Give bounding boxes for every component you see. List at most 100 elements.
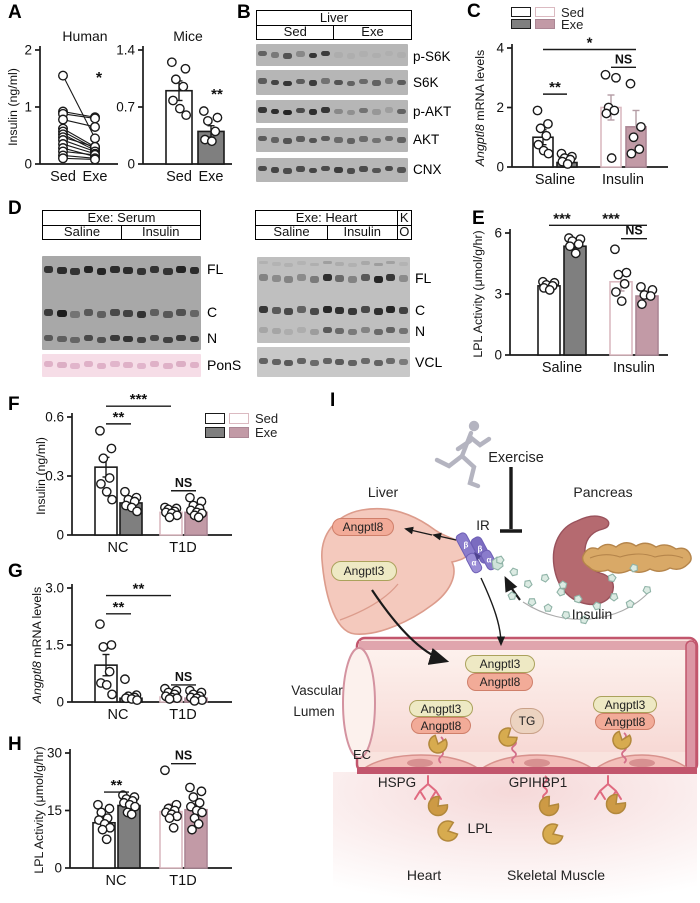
- bar-F-3: [184, 511, 208, 536]
- blot-band: [309, 328, 319, 335]
- blot-strip-AKT: [256, 128, 408, 152]
- svg-text:T1D: T1D: [169, 707, 196, 723]
- blot-band: [348, 329, 358, 336]
- legend-label-sed: Sed: [561, 5, 585, 20]
- blot-band: [163, 267, 173, 275]
- diagram-lumen-label: Lumen: [293, 704, 335, 719]
- svg-text:1.4: 1.4: [116, 43, 135, 58]
- blot-band: [284, 329, 294, 336]
- blot-band: [189, 362, 199, 368]
- anchor-squiggle: [438, 736, 444, 764]
- blot-band: [258, 357, 268, 364]
- svg-text:Sed: Sed: [166, 169, 192, 185]
- blot-band: [335, 359, 345, 365]
- blot-band: [308, 167, 318, 174]
- svg-text:NS: NS: [175, 749, 192, 763]
- blot-band: [308, 52, 318, 59]
- blot-band: [309, 262, 319, 267]
- svg-text:Angptl8 mRNA levels: Angptl8 mRNA levels: [30, 587, 44, 704]
- blot-band: [123, 267, 133, 274]
- runner-icon: [434, 453, 465, 469]
- legend-f-sed-pink: [229, 413, 249, 424]
- blot-band: [373, 275, 383, 283]
- blot-band: [257, 135, 267, 142]
- insulin-particle: [509, 567, 518, 577]
- blot-band: [335, 262, 345, 266]
- insulin-particle: [527, 598, 537, 607]
- blot-band: [373, 328, 383, 335]
- badge-left-angptl3: Angptl3: [409, 700, 473, 717]
- serum-header-saline: Saline: [42, 224, 122, 240]
- serum-band-c: C: [207, 304, 218, 320]
- lpl-enzyme: [427, 795, 449, 817]
- heart-band-n: N: [415, 323, 426, 339]
- blot-band: [384, 50, 394, 57]
- blot-band: [371, 167, 381, 174]
- svg-text:0.7: 0.7: [116, 100, 135, 115]
- runner-icon: [459, 430, 474, 459]
- blot-band: [359, 107, 369, 114]
- lpl-enzyme: [437, 820, 459, 842]
- heart-header-saline: Saline: [255, 224, 328, 240]
- blot-band: [297, 327, 307, 334]
- svg-text:Insulin: Insulin: [613, 360, 655, 376]
- blot-band: [43, 308, 54, 316]
- blot-band: [359, 51, 369, 57]
- runner-icon: [455, 438, 473, 452]
- diagram-gpihbp1-label: GPIHBP1: [508, 775, 568, 790]
- legend-f-sed-black: [205, 413, 225, 424]
- blot-band: [57, 336, 67, 342]
- blot-band: [57, 267, 67, 274]
- blot-band: [371, 52, 381, 59]
- blot-band: [309, 359, 319, 366]
- endothelial-cell: [477, 754, 597, 771]
- svg-text:0.3: 0.3: [45, 469, 64, 484]
- svg-text:**: **: [133, 581, 145, 598]
- insulin-particle: [558, 580, 568, 589]
- ir-beta-subunit: β: [477, 544, 483, 554]
- blot-band: [399, 307, 409, 314]
- blot-strip-p-S6K: [256, 44, 408, 66]
- blot-band: [359, 166, 369, 172]
- legend-label-exe: Exe: [561, 17, 584, 32]
- blot-band: [384, 165, 394, 172]
- blot-band: [258, 260, 268, 265]
- blot-band: [176, 308, 186, 316]
- insulin-particle: [561, 610, 571, 620]
- legend-f-label-exe: Exe: [255, 425, 278, 440]
- blot-band: [322, 305, 332, 313]
- svg-text:Saline: Saline: [535, 172, 575, 188]
- blot-band: [83, 361, 93, 368]
- svg-text:Saline: Saline: [542, 360, 582, 376]
- blot-band: [70, 337, 80, 344]
- blot-band: [348, 308, 358, 316]
- blot-band: [386, 326, 396, 333]
- diagram-vascular-label: Vascular: [291, 683, 343, 698]
- panel-label-d: D: [8, 198, 22, 219]
- legend-swatch-exe-gray: [511, 19, 531, 29]
- blot-band: [333, 79, 343, 85]
- blot-band: [359, 136, 369, 142]
- blot-band: [57, 362, 67, 368]
- svg-text:***: ***: [130, 391, 148, 408]
- blot-band: [360, 261, 370, 265]
- blot-band: [399, 275, 409, 282]
- blot-band: [321, 135, 331, 142]
- bar-F-2: [159, 511, 183, 536]
- bar-G-0: [94, 664, 118, 703]
- band-label-pakt: p-AKT: [413, 104, 452, 119]
- svg-text:1.5: 1.5: [45, 638, 64, 653]
- hspg-glycan: [414, 775, 442, 800]
- blot-band: [149, 335, 160, 342]
- blot-band: [57, 310, 67, 317]
- insulin-to-ir-arrow: [504, 576, 521, 601]
- bar-A_mice-1: [197, 130, 225, 165]
- svg-text:0: 0: [496, 160, 504, 175]
- blot-band: [110, 334, 120, 341]
- blot-band: [346, 53, 356, 59]
- blot-band: [96, 336, 107, 343]
- blot-header-exe: Exe: [333, 24, 412, 40]
- svg-text:0.6: 0.6: [45, 410, 64, 425]
- badge-lumen-angptl8: Angptl8: [467, 673, 533, 691]
